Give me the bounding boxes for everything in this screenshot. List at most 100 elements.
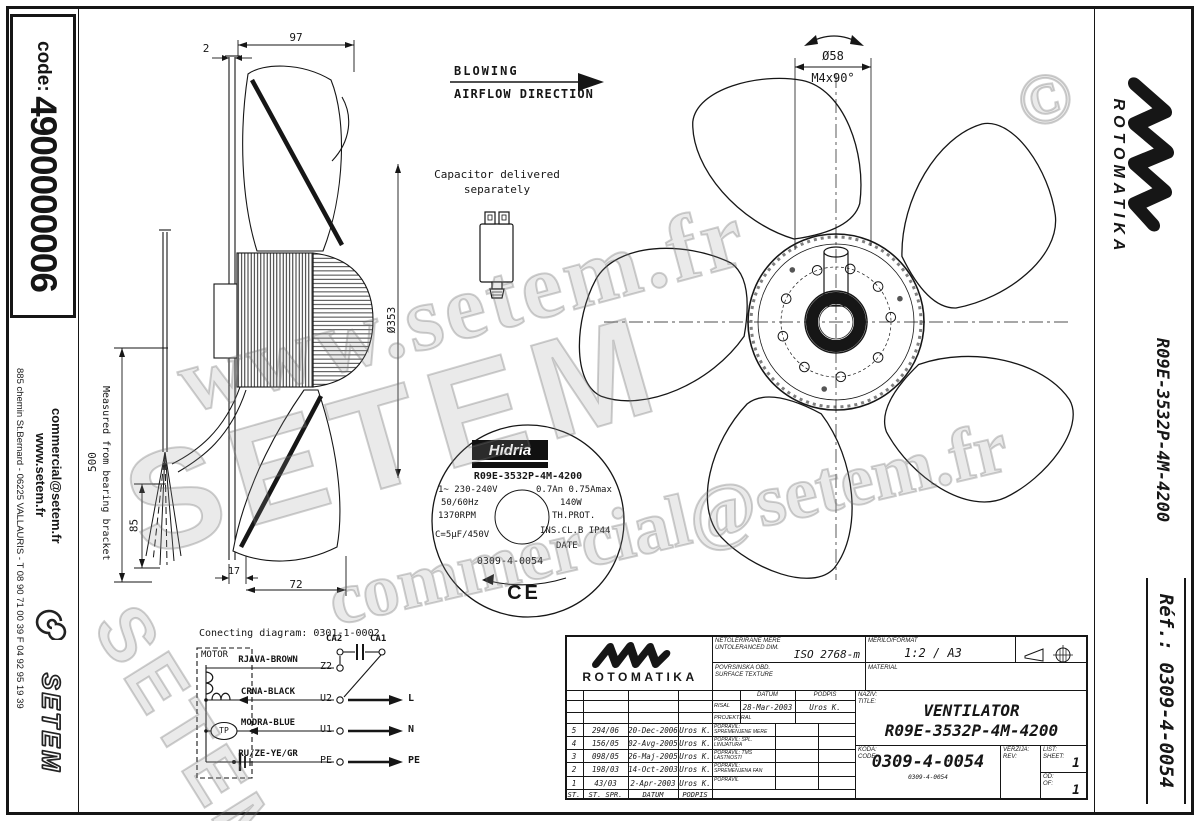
tb-title-line2: R09E-3532P-4M-4200 <box>884 721 1059 740</box>
dim-72: 72 <box>289 578 303 591</box>
tb-line <box>740 690 741 723</box>
tb-material-label: MATERIAL <box>868 665 898 671</box>
rotomatika-wave-icon <box>1128 77 1175 232</box>
wire-bundle <box>145 451 182 566</box>
tb-line <box>565 690 1088 691</box>
front-view-art <box>568 35 1094 598</box>
ground-symbol <box>232 753 251 771</box>
main-winding <box>211 692 231 701</box>
rev-row-no: 3 <box>571 752 577 761</box>
nameplate-code: 0309-4-0054 <box>476 556 544 567</box>
out-label-n: N <box>408 724 415 735</box>
tb-verzija-label: VERZIJA: <box>1003 747 1030 753</box>
airflow-arrow <box>450 73 604 91</box>
rev-header-spr: ST. SPR. <box>588 791 623 799</box>
tb-line <box>818 723 819 789</box>
tb-untol-sl: NETOLERIRANE MERE <box>715 638 781 644</box>
nameplate-left4: C=5µF/450V <box>435 530 490 540</box>
nameplate-right5: DATE <box>556 541 578 551</box>
tb-untol-en: UNTOLERANCED DIM. <box>715 645 779 651</box>
nameplate-left1: 1~ 230-240V <box>438 485 498 495</box>
terminal-label-u2: U2 <box>319 693 332 704</box>
tb-risal-sign: Uros K. <box>809 703 841 712</box>
capacitor-note-2: separately <box>463 183 531 196</box>
code-label: code: <box>33 40 54 92</box>
address-line: 885 chemin St.Bernard - 06225 VALLAURIS … <box>14 368 25 709</box>
tb-surf-sl: POVRSINSKA OBD. <box>715 665 771 671</box>
ca1-label: CA1 <box>370 634 387 644</box>
tb-of-value: 1 <box>1072 783 1080 798</box>
tb-line <box>565 736 855 737</box>
rev-header-date: DATUM <box>642 791 664 799</box>
tb-projektiral-label: PROJEKTIRAL <box>714 715 752 721</box>
rev-row-sign: Uros K. <box>679 739 711 748</box>
rev-row-desc: POPRAVIL <box>714 777 739 783</box>
rev-row-spr: 198/03 <box>591 765 620 774</box>
wire-label-yegr: RU/ZE-YE/GR <box>238 749 298 759</box>
dim-m4x90: M4x90° <box>811 71 855 85</box>
tb-line <box>1015 635 1016 662</box>
rev-row-spr: 156/05 <box>591 739 620 748</box>
capacitor-note-1: Capacitor delivered <box>434 168 560 181</box>
measured-note: Measured from bearing bracket <box>100 386 111 561</box>
tb-sheet-label: SHEET: <box>1043 754 1065 760</box>
tb-title-line1: VENTILATOR <box>923 701 1020 720</box>
winding-coil <box>205 671 214 695</box>
rev-row-spr: 294/06 <box>591 726 620 735</box>
tb-risal-label: RISAL <box>714 703 730 709</box>
right-strip-logo: ROTOMATIKA <box>1100 32 1185 322</box>
tb-line <box>565 749 855 750</box>
rotomatika-logo-icon <box>592 642 671 668</box>
front-view-dims <box>794 35 872 250</box>
tb-code-label: CODE: <box>858 754 878 760</box>
tb-line <box>565 776 855 777</box>
nameplate-right2: 140W <box>560 498 582 508</box>
cap-terminal-ca1 <box>378 648 386 656</box>
dim-85: 85 <box>127 518 141 533</box>
tb-line <box>1040 772 1088 773</box>
tb-line <box>583 690 584 800</box>
rev-row-spr: 098/05 <box>591 752 620 761</box>
motor-label: MOTOR <box>201 650 229 660</box>
connection-diagram-art <box>196 644 403 779</box>
tb-line <box>628 690 629 800</box>
tb-line <box>565 700 855 701</box>
dim-97: 97 <box>289 31 303 44</box>
tb-line <box>855 745 1088 746</box>
tb-code-value: 0309-4-0054 <box>871 752 985 772</box>
rev-row-desc: POPRAVIL: SPREMENJENA FAN <box>714 763 763 774</box>
nameplate-model: R09E-3532P-4M-4200 <box>473 471 583 482</box>
airflow-line1: BLOWING <box>454 64 519 78</box>
rev-row-sign: Uros K. <box>679 726 711 735</box>
setem-swirl-icon <box>35 609 67 642</box>
tb-line <box>712 635 713 800</box>
connection-title: Conecting diagram: 0301-1-0002 <box>199 628 380 639</box>
tb-code-small: 0309-4-0054 <box>908 774 948 781</box>
right-strip-model: R09E-3532P-4M-4200 <box>1152 337 1172 523</box>
bearing-bracket <box>213 283 238 359</box>
rev-header-sign: PODPIS <box>682 791 708 799</box>
tb-line <box>712 662 1088 663</box>
side-view-dims <box>114 40 401 596</box>
tb-line <box>565 762 855 763</box>
tb-scale-val: 1:2 / A3 <box>904 646 962 660</box>
tb-line <box>795 690 796 723</box>
tb-list-label: LIST: <box>1043 747 1057 753</box>
rev-row-no: 5 <box>571 726 577 735</box>
tb-scale-label: MERILO/FORMAT <box>868 638 918 644</box>
code-box: code: 4900000006 <box>10 14 76 318</box>
tb-naziv-label: NAZIV: <box>858 692 878 698</box>
hub-bolt-holes <box>777 263 903 392</box>
terminal-z2 <box>336 664 344 672</box>
tb-sheet-value: 1 <box>1072 756 1080 771</box>
tb-line <box>565 712 855 713</box>
rev-row-spr: 43/03 <box>594 779 617 788</box>
dim-353: Ø353 <box>385 306 398 334</box>
terminal-label-u1: U1 <box>319 724 332 735</box>
terminal-label-z2: Z2 <box>319 661 332 672</box>
rev-row-no: 4 <box>571 739 577 748</box>
tb-title-label: TITLE: <box>858 699 877 705</box>
tb-line <box>565 723 855 724</box>
tb-podpis-header: PODPIS <box>813 692 837 698</box>
